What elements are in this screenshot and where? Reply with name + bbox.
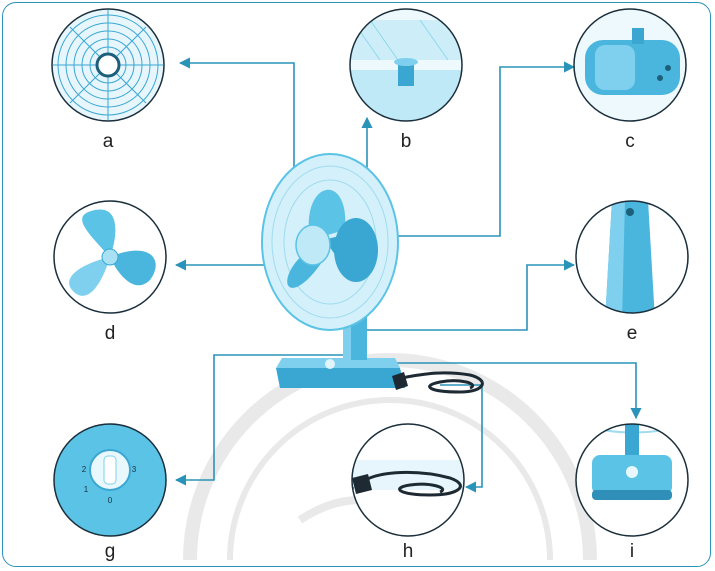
knob-number: 2 — [82, 465, 87, 474]
part-c-circle — [573, 8, 687, 122]
knob-number: 1 — [84, 485, 89, 494]
label-d: d — [104, 323, 116, 344]
connector-i — [360, 362, 642, 420]
connector-h — [440, 384, 483, 493]
fan-cable — [399, 371, 484, 394]
connector-e — [365, 259, 576, 331]
fan-base — [276, 368, 405, 388]
knob-number: 0 — [108, 496, 113, 505]
label-h: h — [402, 541, 414, 562]
part-b-circle — [349, 8, 463, 122]
label-e: e — [626, 323, 638, 344]
label-c: c — [625, 131, 635, 152]
connector-g — [174, 354, 360, 486]
part-g-circle: 0 1 2 3 — [53, 423, 167, 537]
label-i: i — [629, 541, 635, 562]
label-g: g — [104, 541, 116, 562]
label-b: b — [400, 131, 412, 152]
knob-number: 3 — [132, 465, 137, 474]
part-i-circle — [575, 423, 689, 537]
connector-c — [395, 61, 576, 237]
part-h-circle — [351, 423, 465, 537]
part-e-circle — [575, 200, 689, 314]
connector-a — [178, 57, 295, 180]
fan-hub — [295, 224, 331, 266]
fan-illustration — [261, 153, 484, 394]
part-a-circle — [51, 8, 165, 122]
part-d-circle — [53, 200, 167, 314]
label-a: a — [102, 131, 114, 152]
